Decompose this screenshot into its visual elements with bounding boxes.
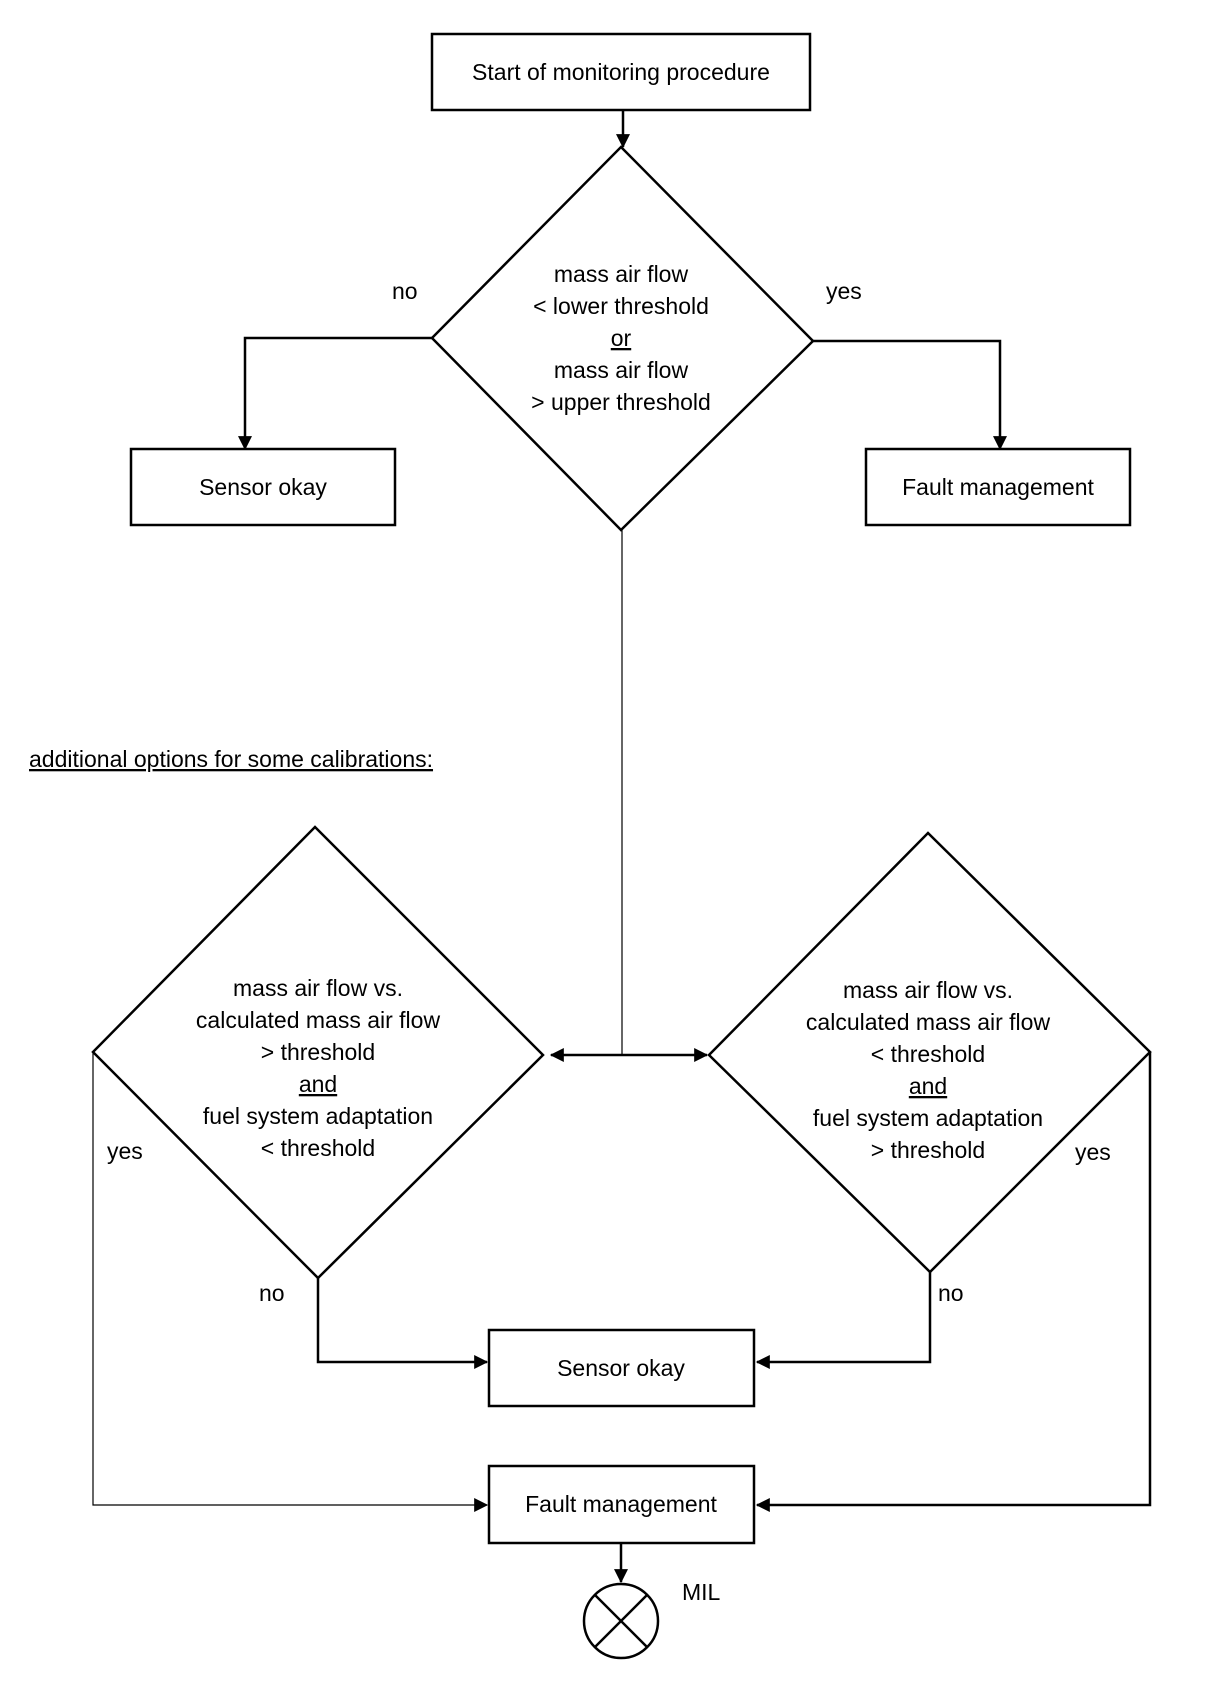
decision-right-no-label: no: [938, 1280, 964, 1306]
mil-lamp-icon: [582, 1582, 660, 1660]
decision-left-line-6: < threshold: [261, 1135, 375, 1161]
sensor-okay-bottom-label: Sensor okay: [557, 1355, 685, 1381]
arrow-left-yes-to-fault-management: [92, 1052, 489, 1512]
arrow-left-no-to-sensor-okay: [316, 1278, 489, 1369]
decision-left-line-4: and: [299, 1071, 337, 1097]
sensor-okay-top-box: [129, 447, 397, 527]
decision-top-line-4: mass air flow: [554, 357, 689, 383]
mil-label: MIL: [682, 1579, 721, 1605]
fault-management-bottom-label: Fault management: [525, 1491, 717, 1517]
decision-top-yes-label: yes: [826, 278, 862, 304]
decision-left-line-5: fuel system adaptation: [203, 1103, 433, 1129]
decision-left: [91, 825, 545, 1280]
sensor-okay-bottom-box: [487, 1328, 756, 1408]
arrow-yes-to-fault-management: [813, 339, 1007, 451]
decision-right-line-4: and: [909, 1073, 947, 1099]
decision-right: [707, 831, 1152, 1274]
start-label: Start of monitoring procedure: [472, 59, 770, 85]
decision-right-line-1: mass air flow vs.: [843, 977, 1013, 1003]
arrow-right-no-to-sensor-okay: [755, 1272, 932, 1369]
additional-options-note: additional options for some calibrations…: [29, 746, 433, 772]
fault-management-top-label: Fault management: [902, 474, 1094, 500]
arrow-right-yes-to-fault-management: [755, 1052, 1152, 1512]
decision-top-line-5: > upper threshold: [531, 389, 711, 415]
decision-right-line-6: > threshold: [871, 1137, 985, 1163]
decision-left-line-3: > threshold: [261, 1039, 375, 1065]
sensor-okay-top-label: Sensor okay: [199, 474, 327, 500]
decision-top-line-2: < lower threshold: [533, 293, 709, 319]
decision-top-no-label: no: [392, 278, 418, 304]
decision-left-line-2: calculated mass air flow: [196, 1007, 441, 1033]
fault-management-bottom-box: [487, 1464, 756, 1545]
decision-left-no-label: no: [259, 1280, 285, 1306]
arrow-no-to-sensor-okay: [238, 336, 432, 451]
decision-right-line-3: < threshold: [871, 1041, 985, 1067]
decision-right-yes-label: yes: [1075, 1139, 1111, 1165]
decision-top-line-3: or: [611, 325, 632, 351]
start-box: [430, 32, 812, 112]
fault-management-top-box: [864, 447, 1132, 527]
decision-right-line-5: fuel system adaptation: [813, 1105, 1043, 1131]
decision-top-line-1: mass air flow: [554, 261, 689, 287]
decision-right-line-2: calculated mass air flow: [806, 1009, 1051, 1035]
decision-left-line-1: mass air flow vs.: [233, 975, 403, 1001]
decision-left-yes-label: yes: [107, 1138, 143, 1164]
decision-top: [430, 145, 815, 532]
